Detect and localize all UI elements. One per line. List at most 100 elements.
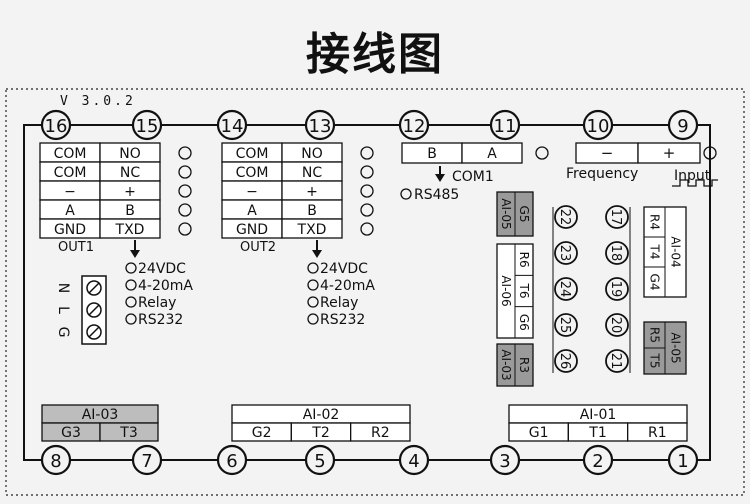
module-label: AI-04 <box>669 236 683 267</box>
terminal-number: 7 <box>141 451 152 472</box>
terminal-1 <box>667 444 699 476</box>
bottom-module-cell-label: G1 <box>529 425 549 441</box>
output-option-label: 24VDC <box>138 261 186 277</box>
page-title: 接线图 <box>306 29 444 80</box>
out-cell-label: GND <box>54 222 86 238</box>
option-radio-icon <box>125 313 137 325</box>
device-outline <box>23 124 711 461</box>
right-terminal-22 <box>554 205 578 229</box>
option-radio-icon <box>307 313 319 325</box>
terminal-9 <box>667 109 699 141</box>
bottom-module-cell <box>99 422 159 442</box>
out-cell-label: TXD <box>115 222 145 238</box>
out-cell-label: B <box>307 203 317 219</box>
outer-dotted-frame <box>5 88 745 496</box>
module-cell-label: T4 <box>648 244 662 260</box>
option-radio-icon <box>125 279 137 291</box>
out-cell-label: − <box>64 184 76 200</box>
terminal-5 <box>304 444 336 476</box>
terminal-10 <box>582 109 614 141</box>
arrow-head-icon <box>312 250 322 258</box>
out-indicator-icon <box>360 165 374 179</box>
bottom-module-cell-label: T1 <box>588 425 606 441</box>
terminal-number: 4 <box>408 451 419 472</box>
output-option-label: 24VDC <box>320 261 368 277</box>
module-label: AI-06 <box>499 275 513 306</box>
module-cell-label: T6 <box>517 283 531 299</box>
right-terminal-number: 20 <box>608 317 623 334</box>
out-indicator-icon <box>360 203 374 217</box>
bottom-module-title: AI-02 <box>303 407 340 423</box>
frequency-indicator-icon <box>703 146 717 160</box>
right-terminal-21 <box>605 349 629 373</box>
terminal-13 <box>304 109 336 141</box>
out-indicator-icon <box>178 203 192 217</box>
terminal-number: 8 <box>50 451 61 472</box>
right-terminal-number: 17 <box>608 209 623 226</box>
bottom-module-cell-label: T2 <box>311 425 329 441</box>
module-cell-label: R5 <box>648 327 662 343</box>
terminal-number: 1 <box>677 451 688 472</box>
terminal-number: 14 <box>221 116 244 137</box>
bottom-module-cell-label: R2 <box>371 425 390 441</box>
out-cell-label: + <box>306 184 318 200</box>
out-cell-label: COM <box>236 146 269 162</box>
out-indicator-icon <box>178 184 192 198</box>
terminal-11 <box>489 109 521 141</box>
out-cell-label: NC <box>120 165 140 181</box>
module-label: AI-05 <box>499 198 513 229</box>
bottom-module-title: AI-01 <box>580 407 617 423</box>
frequency-cell-label: + <box>663 144 676 162</box>
right-terminal-19 <box>605 277 629 301</box>
screw-slot-icon <box>88 326 100 338</box>
frequency-cell-label: − <box>601 144 614 162</box>
right-terminal-18 <box>605 241 629 265</box>
version-label: V 3.0.2 <box>60 94 136 109</box>
rs485-label: RS485 <box>414 187 459 203</box>
terminal-12 <box>398 109 430 141</box>
arrow-head-icon <box>435 174 445 182</box>
output-option-label: Relay <box>320 295 358 311</box>
frequency-label: Frequency <box>566 166 638 182</box>
com1-cell-label: A <box>487 146 497 162</box>
out-cell-label: NO <box>119 146 141 162</box>
right-terminal-number: 24 <box>557 281 572 298</box>
terminal-15 <box>131 109 163 141</box>
output-option-label: Relay <box>138 295 176 311</box>
module-cell-label: R3 <box>517 357 531 373</box>
right-terminal-number: 19 <box>608 281 623 298</box>
terminal-number: 11 <box>494 116 517 137</box>
terminal-number: 10 <box>587 116 610 137</box>
pulse-wave-icon <box>672 179 718 187</box>
power-label: L <box>55 306 71 314</box>
terminal-6 <box>216 444 248 476</box>
bottom-module-cell-label: G3 <box>61 425 81 441</box>
terminal-4 <box>398 444 430 476</box>
out-cell-label: A <box>247 203 257 219</box>
terminal-number: 13 <box>309 116 332 137</box>
right-terminal-number: 23 <box>557 245 572 262</box>
out-indicator-icon <box>360 146 374 160</box>
option-radio-icon <box>307 279 319 291</box>
output-option-label: RS232 <box>320 312 365 328</box>
option-radio-icon <box>125 296 137 308</box>
com1-indicator-icon <box>535 146 549 160</box>
out-cell-label: NO <box>301 146 323 162</box>
out-cell <box>99 218 161 239</box>
screw-slot-icon <box>88 304 100 316</box>
com1-cell <box>461 142 523 164</box>
out-cell-label: A <box>65 203 75 219</box>
right-terminal-24 <box>554 277 578 301</box>
power-label: N <box>55 283 71 293</box>
right-terminal-number: 26 <box>557 353 572 370</box>
module-cell-label: T5 <box>648 353 662 369</box>
terminal-3 <box>489 444 521 476</box>
